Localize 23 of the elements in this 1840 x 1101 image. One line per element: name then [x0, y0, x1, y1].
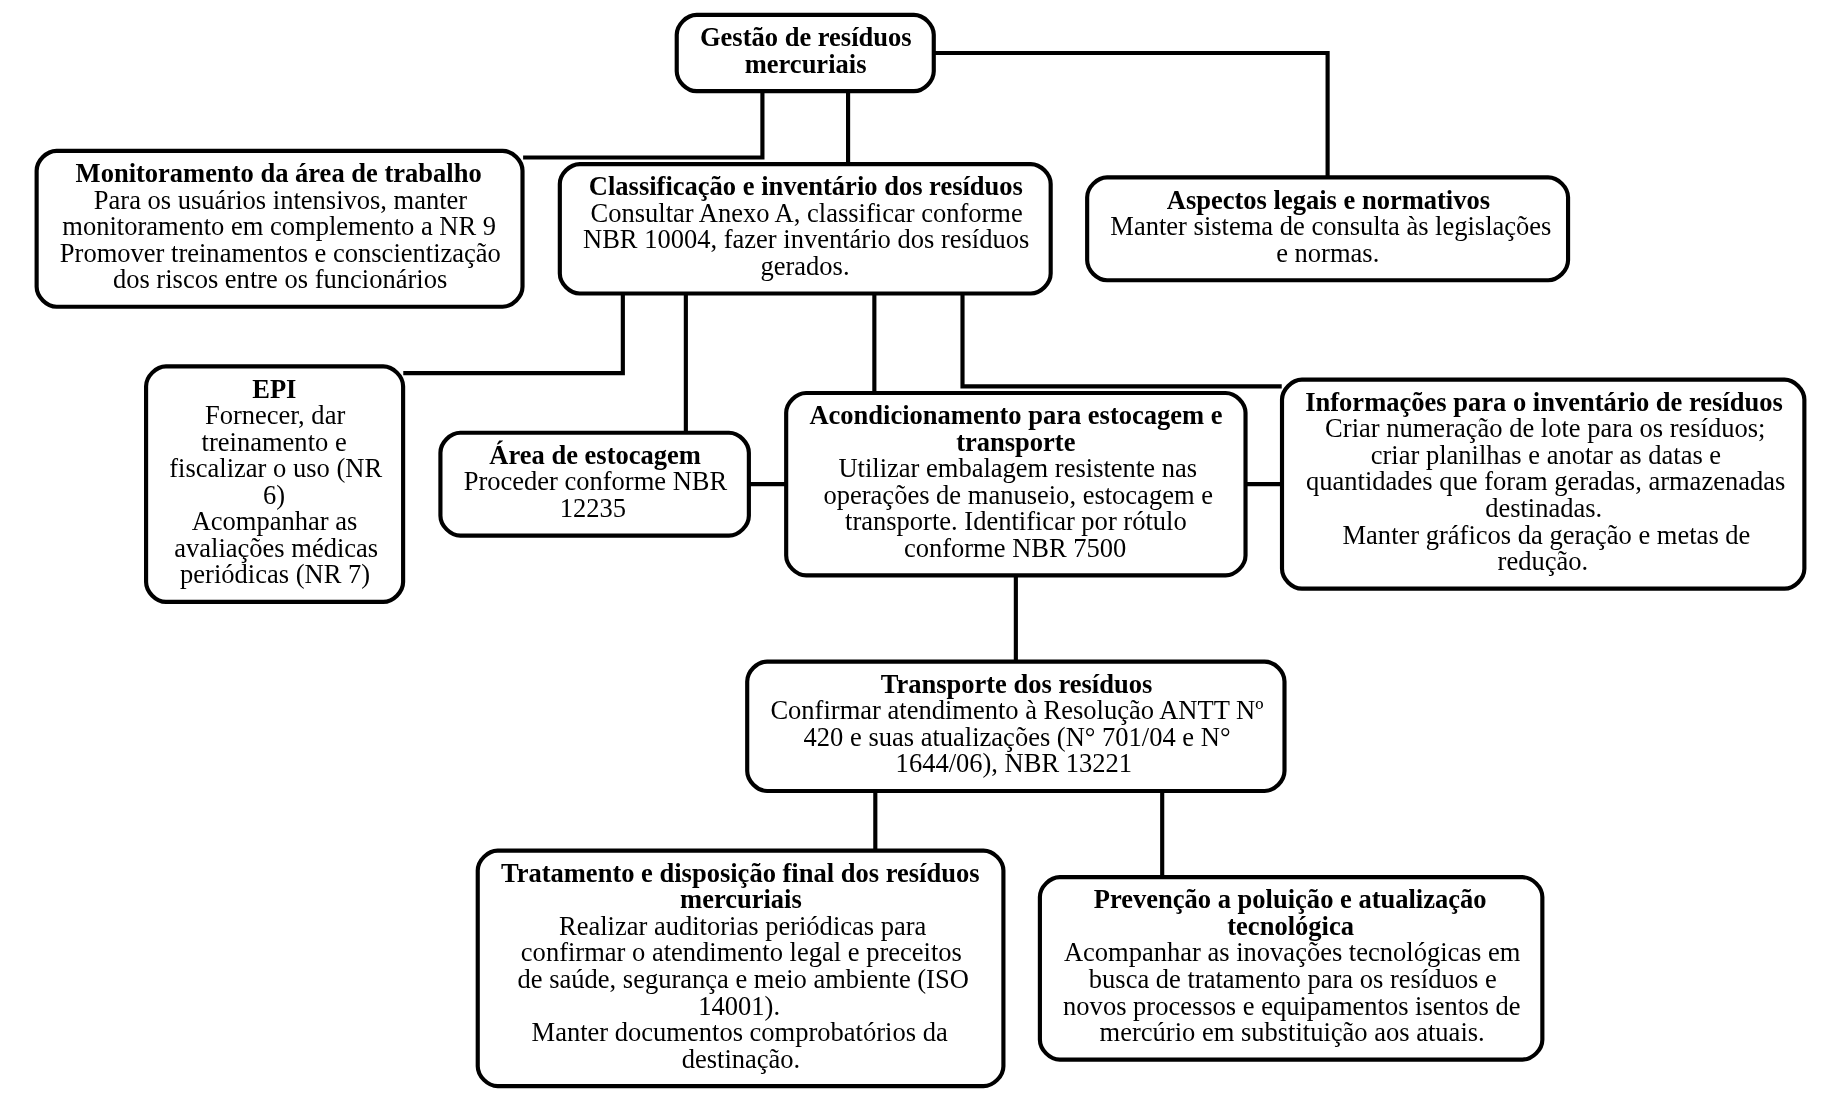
node-box: EPI Fornecer, dar treinamento e fiscalizar o uso (NR 6) Acompanhar as avaliações médicas periódicas (NR 7)	[143, 364, 405, 604]
connector	[933, 50, 1330, 177]
node-box: Área de estocagem Proceder conforme NBR 12235	[437, 430, 751, 538]
node-box: Tratamento e disposição final dos resíduos mercuriais Realizar auditorias periódicas para confirmar o atendimento legal e preceitos de saúde, segurança e meio ambiente (ISO 14001). Manter documentos comprobatórios da destinação.	[475, 848, 1005, 1089]
connector	[845, 91, 850, 164]
node-box: Acondicionamento para estocagem e transporte Utilizar embalagem resistente nas operações de manuseio, estocagem e transporte. Identificar por rótulo conforme NBR 7500	[783, 390, 1248, 578]
connector	[1245, 482, 1282, 487]
node-box: Aspectos legais e normativos Manter sistema de consulta às legislações e normas.	[1084, 175, 1570, 283]
connector	[402, 293, 625, 376]
node-box: Classificação e inventário dos resíduos Consultar Anexo A, classificar conforme NBR 10004, fazer inventário dos resíduos gerados.	[557, 162, 1053, 296]
node-box: Prevenção a poluição e atualização tecnológica Acompanhar as inovações tecnológicas em busca de tratamento para os resíduos e novos processos e equipamentos isentos de mercúrio em substituição aos atuais.	[1037, 875, 1544, 1062]
node-box: Informações para o inventário de resíduos Criar numeração de lote para os resíduos; criar planilhas e anotar as datas e quantidades que foram geradas, armazenadas destinadas. Manter gráficos da geração e metas de redução.	[1279, 377, 1806, 591]
connector	[1159, 791, 1164, 877]
node-box: Transporte dos resíduos Confirmar atendimento à Resolução ANTT Nº 420 e suas atualizações (N° 701/04 e N° 1644/06), NBR 13221	[744, 659, 1287, 794]
connector	[959, 293, 1282, 389]
connector	[683, 293, 688, 433]
node-box: Monitoramento da área de trabalho Para os usuários intensivos, manter monitoramento em complemento a NR 9 Promover treinamentos e conscientização dos riscos entre os funcionários	[34, 148, 525, 309]
connector	[871, 293, 876, 393]
connector	[1013, 575, 1018, 661]
connector	[872, 791, 877, 851]
node-box: Gestão de resíduos mercuriais	[674, 12, 936, 94]
connector	[522, 91, 764, 160]
connector	[748, 482, 786, 487]
